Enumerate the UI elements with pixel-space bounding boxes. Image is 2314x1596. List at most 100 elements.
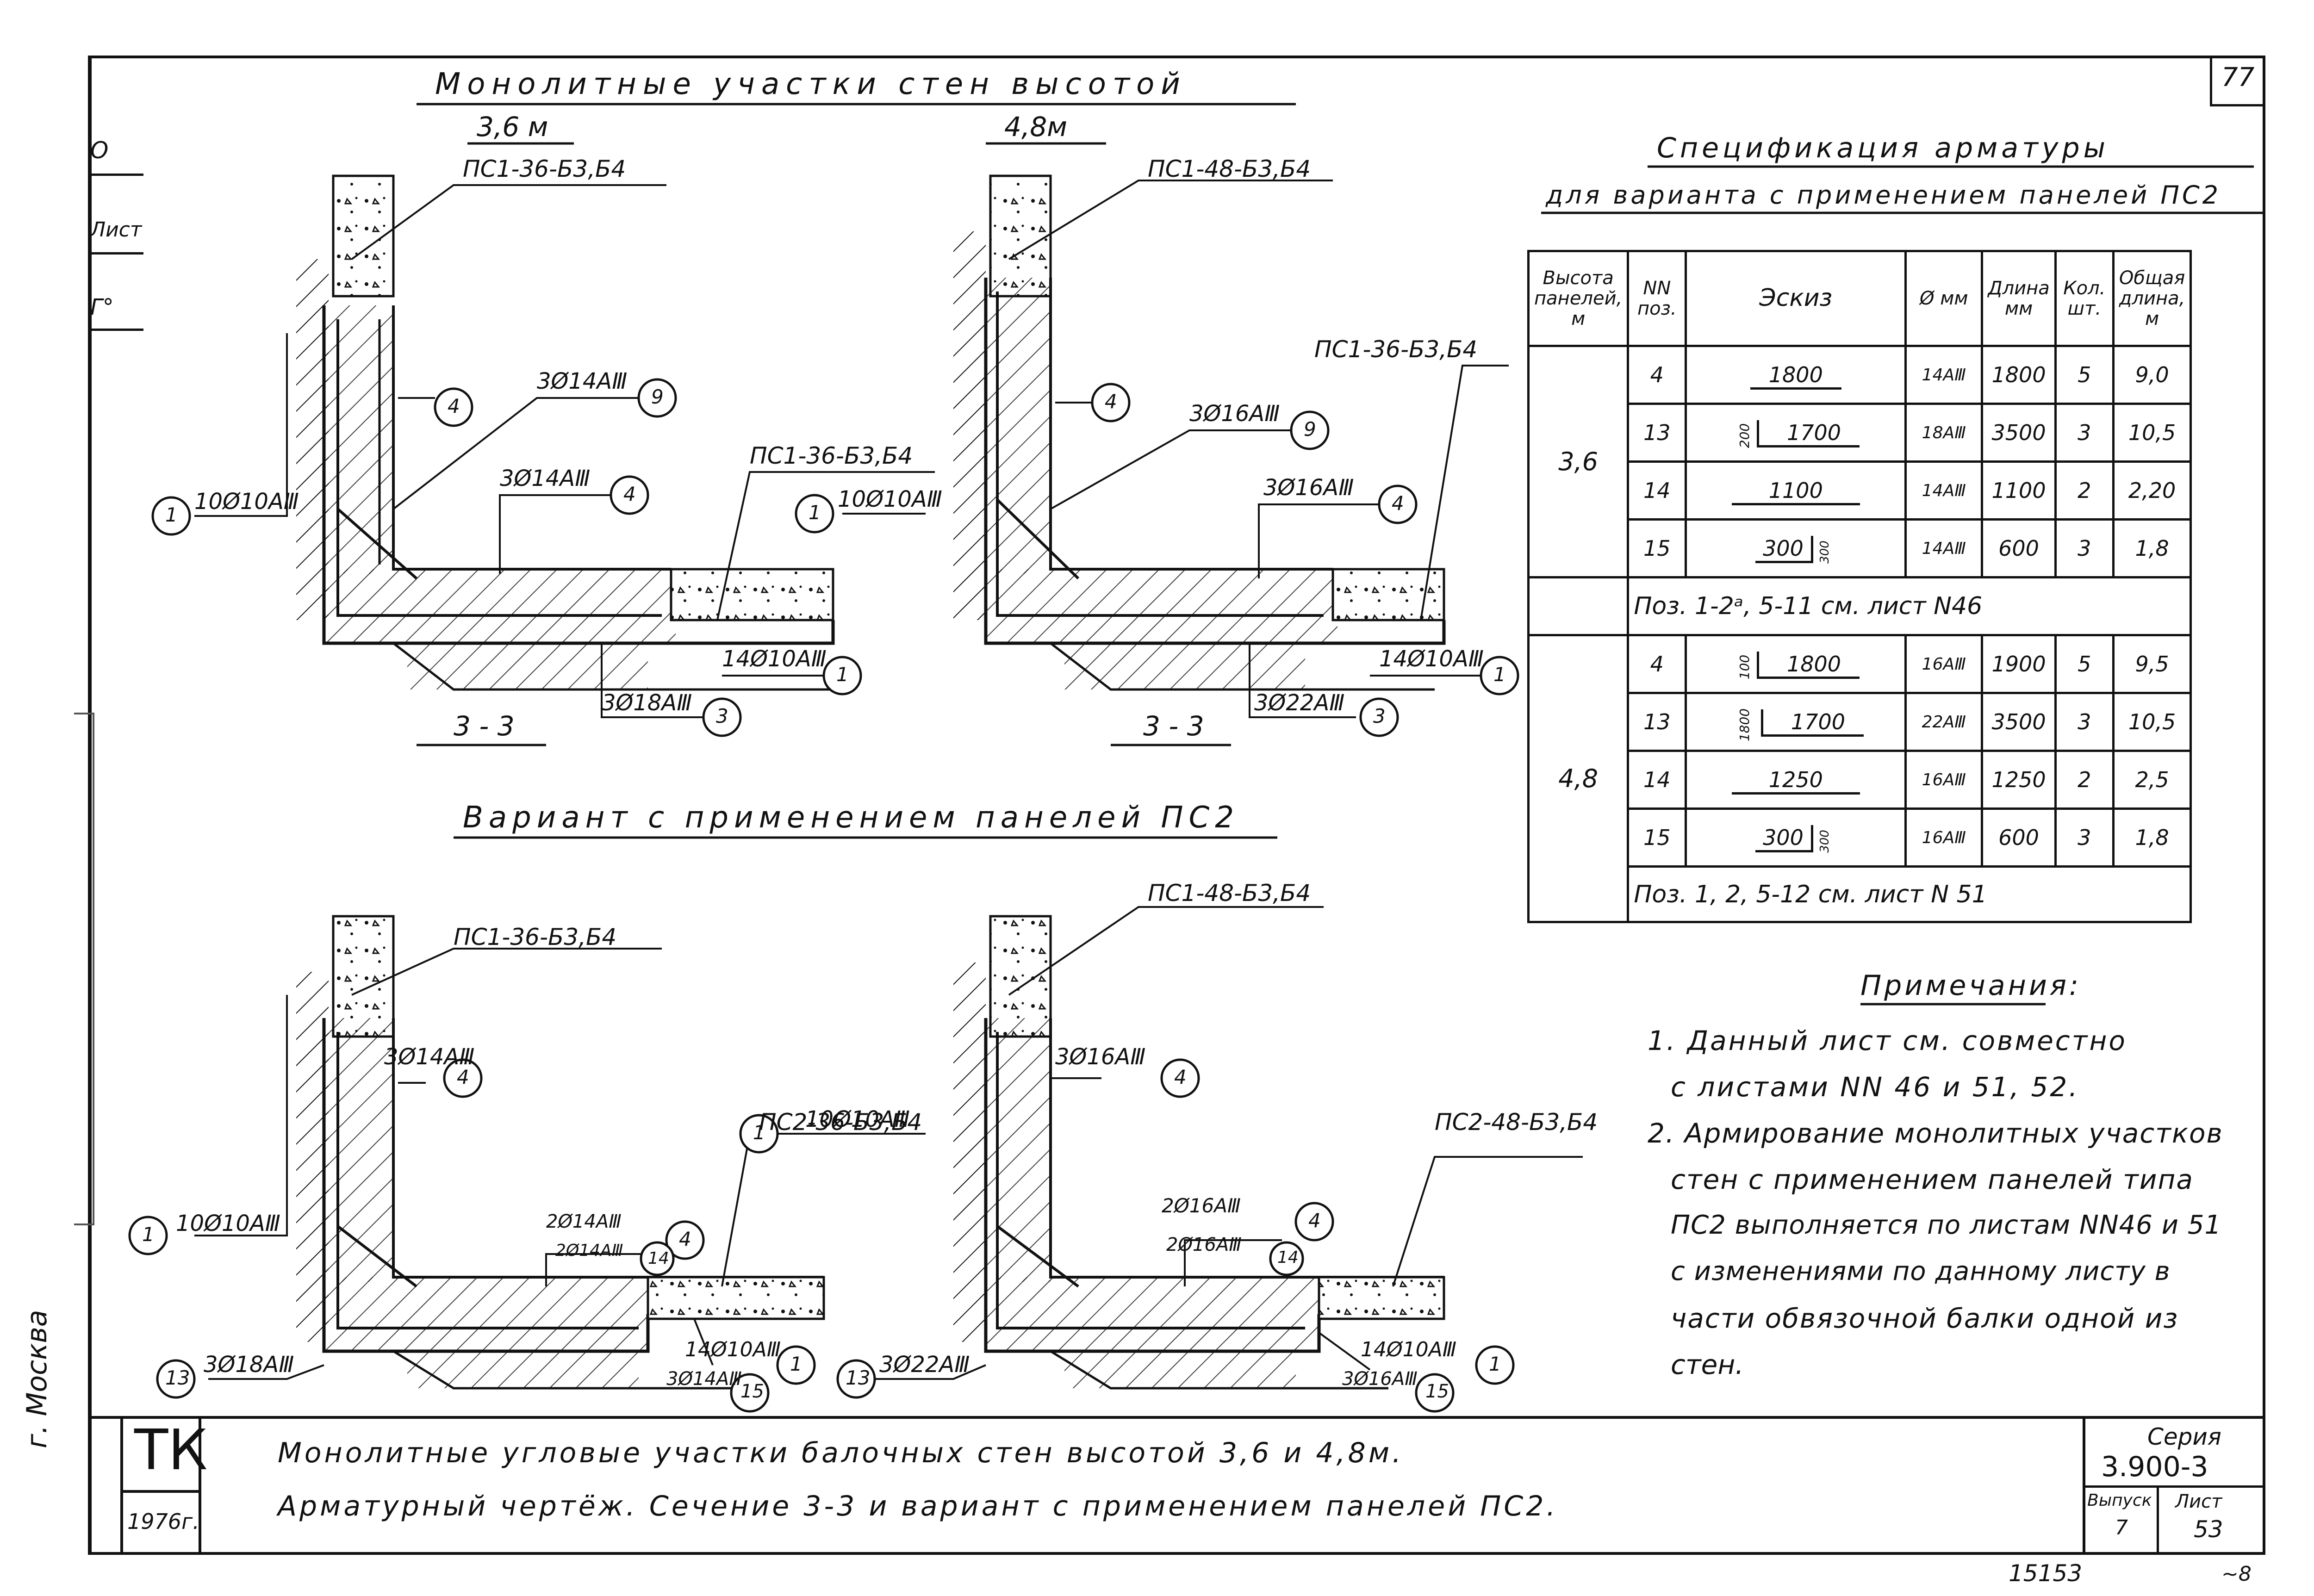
col-len: Длина мм: [1981, 250, 2057, 347]
d3-bar-13-pos: 13: [165, 1366, 190, 1389]
year-label: 1976г.: [127, 1509, 199, 1534]
note-line-5: ПС2 выполняется по листам NN46 и 51: [1671, 1210, 2222, 1240]
cell-pos: 13: [1627, 692, 1687, 752]
d1-bar-1-right-pos: 1: [809, 501, 821, 524]
cell-qty: 2: [2054, 460, 2115, 521]
issue-value: 7: [2115, 1516, 2128, 1540]
d4-bar-15-pos: 15: [1425, 1381, 1449, 1402]
cell-sketch: 1100: [1685, 460, 1907, 521]
cell-sketch: 300 300: [1685, 518, 1907, 578]
main-title: Монолитные участки стен высотой: [435, 67, 1187, 101]
sketch-dim-vertical: 200: [1736, 423, 1752, 448]
drawing-4: [953, 915, 1445, 1390]
cell-pos: 15: [1627, 518, 1687, 578]
d1-bar-9: 3Ø14AⅢ: [537, 368, 628, 394]
notes-title: Примечания:: [1860, 969, 2082, 1002]
d3-bar-15-pos: 15: [740, 1381, 764, 1402]
issue-divider: [2157, 1485, 2159, 1555]
col-height: Высота панелей, м: [1527, 250, 1630, 347]
d2-bar-3-pos: 3: [1373, 705, 1386, 727]
cell-diam: 14AⅢ: [1904, 460, 1984, 521]
left-margin-line: [88, 56, 91, 1555]
d3-panel-right: ПС2-36-Б3,Б4: [759, 1109, 922, 1136]
cell-len: 1900: [1981, 634, 2057, 694]
section-label-left: 3 - 3: [454, 710, 515, 742]
cell-len: 3500: [1981, 692, 2057, 752]
cell-total: 9,0: [2112, 345, 2192, 405]
d4-bar-15: 3Ø16AⅢ: [1342, 1368, 1418, 1390]
note-line-2: с листами NN 46 и 51, 52.: [1671, 1071, 2079, 1103]
margin-rule-3: [88, 329, 143, 331]
group-height-4-8: 4,8: [1527, 634, 1630, 923]
d4-bar-4b: 2Ø16AⅢ: [1162, 1194, 1241, 1217]
cell-diam: 14AⅢ: [1904, 345, 1984, 405]
margin-rule-1: [88, 174, 143, 176]
d3-bar-4b: 2Ø14AⅢ: [546, 1211, 622, 1232]
spec-table: Высота панелей, м NN поз. Эскиз Ø мм Дли…: [1527, 250, 2192, 923]
d3-bar-1-bottom-pos: 1: [790, 1353, 802, 1375]
series-label: Серия: [2147, 1423, 2221, 1450]
cell-pos: 15: [1627, 807, 1687, 868]
cell-diam: 14AⅢ: [1904, 518, 1984, 578]
d2-bar-9-pos: 9: [1304, 418, 1316, 441]
stamp-divider: [120, 1490, 201, 1493]
d3-bar-4b-pos: 4: [679, 1228, 691, 1250]
sketch-dim: 300: [1755, 536, 1813, 563]
cell-qty: 5: [2054, 634, 2115, 694]
sketch-dim-vertical: 300: [1817, 540, 1832, 564]
group-1-note: Поз. 1-2ᵃ, 5-11 см. лист N46: [1627, 576, 2192, 636]
d4-bar-4: 3Ø16AⅢ: [1055, 1044, 1146, 1070]
group-2-note: Поз. 1, 2, 5-12 см. лист N 51: [1627, 865, 2192, 923]
note-line-1: 1. Данный лист см. совместно: [1648, 1025, 2127, 1056]
cell-diam: 16AⅢ: [1904, 750, 1984, 810]
series-divider: [2083, 1485, 2265, 1488]
cell-qty: 3: [2054, 518, 2115, 578]
page-number-box: [2210, 56, 2265, 106]
d3-bar-1-bottom: 14Ø10AⅢ: [685, 1338, 781, 1361]
cell-sketch: 200 1700: [1685, 403, 1907, 463]
cell-total: 10,5: [2112, 403, 2192, 463]
cell-qty: 3: [2054, 807, 2115, 868]
d1-pos-4-number: 4: [448, 395, 460, 417]
position-circles: [128, 378, 1519, 1413]
d1-bar-1-bottom: 14Ø10AⅢ: [722, 646, 827, 672]
cell-pos: 4: [1627, 345, 1687, 405]
cell-diam: 18AⅢ: [1904, 403, 1984, 463]
d4-bar-14: 2Ø16AⅢ: [1166, 1234, 1242, 1255]
cell-sketch: 1250: [1685, 750, 1907, 810]
cell-len: 600: [1981, 518, 2057, 578]
stamp-box: [120, 1416, 201, 1555]
cell-qty: 5: [2054, 345, 2115, 405]
cell-len: 600: [1981, 807, 2057, 868]
d1-bar-1-left: 10Ø10AⅢ: [194, 489, 299, 515]
title-underlines: [417, 103, 2263, 1006]
d2-bar-3: 3Ø22AⅢ: [1254, 690, 1345, 716]
cell-qty: 3: [2054, 403, 2115, 463]
d4-bar-13: 3Ø22AⅢ: [879, 1352, 970, 1378]
d4-panel-right: ПС2-48-Б3,Б4: [1435, 1109, 1598, 1136]
spec-subtitle: для варианта с применением панелей ПС2: [1546, 180, 2221, 210]
d4-bar-4b-pos: 4: [1308, 1209, 1321, 1232]
d3-bar-4-pos: 4: [457, 1066, 469, 1088]
leader-lines: [194, 180, 1583, 1380]
cell-total: 10,5: [2112, 692, 2192, 752]
sketch-dim: 1700: [1757, 420, 1860, 447]
d3-bar-1-left: 10Ø10AⅢ: [176, 1211, 280, 1236]
height-label-3-6: 3,6 м: [477, 111, 548, 143]
sketch-dim-vertical: 300: [1817, 830, 1832, 853]
title-line-2: Арматурный чертёж. Сечение 3-3 и вариант…: [278, 1490, 1558, 1522]
cell-pos: 13: [1627, 403, 1687, 463]
col-qty: Кол. шт.: [2054, 250, 2115, 347]
cell-diam: 22AⅢ: [1904, 692, 1984, 752]
bottom-corner-mark: ~8: [2221, 1562, 2252, 1586]
d1-bar-1-right: 10Ø10AⅢ: [838, 486, 942, 512]
d4-bar-13-pos: 13: [846, 1366, 871, 1389]
d2-bar-1-bottom: 14Ø10AⅢ: [1379, 646, 1484, 672]
cell-diam: 16AⅢ: [1904, 634, 1984, 694]
sketch-dim: 1100: [1731, 478, 1860, 505]
col-diam: Ø мм: [1904, 250, 1984, 347]
